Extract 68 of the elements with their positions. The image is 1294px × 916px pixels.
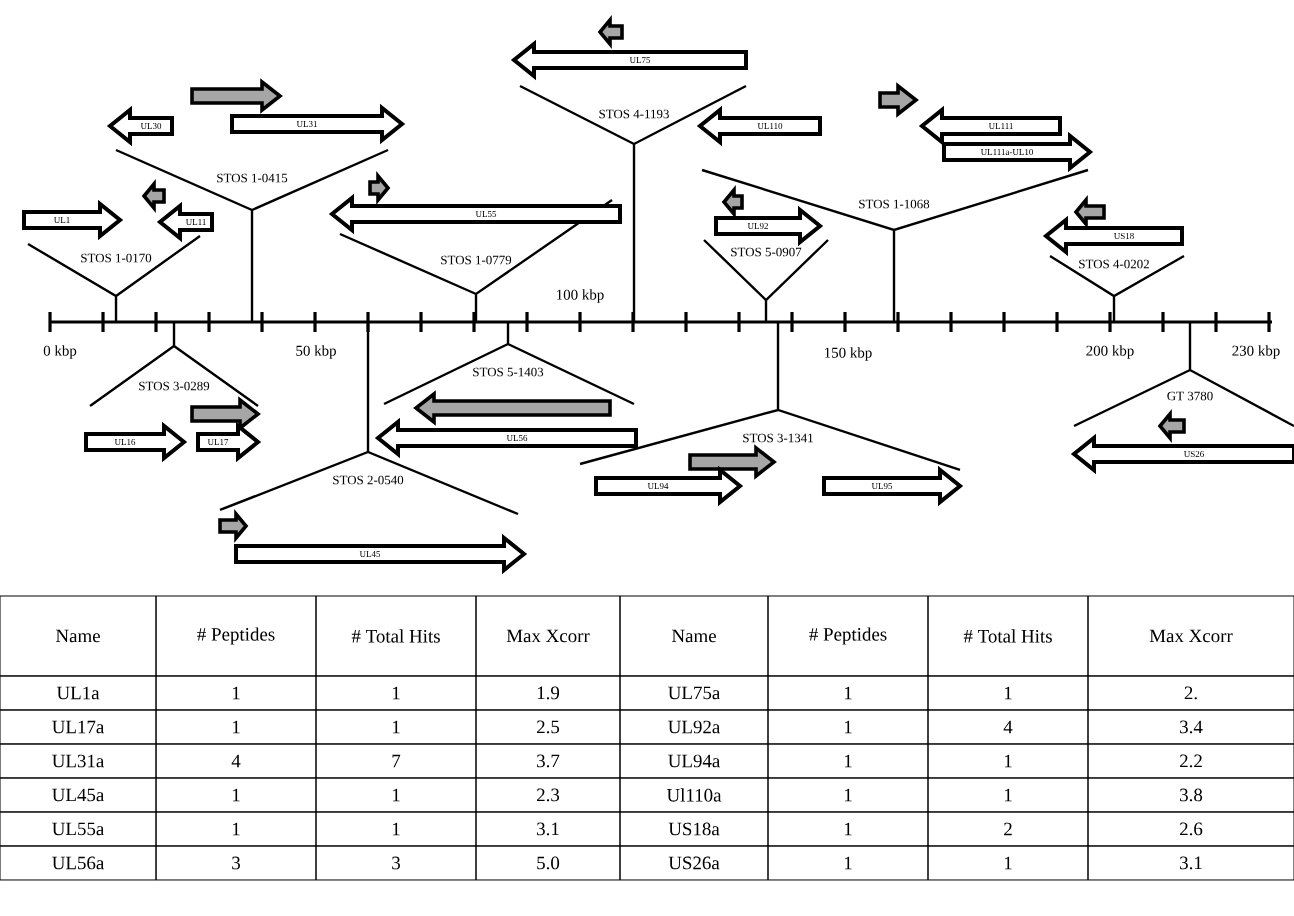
table-cell: 1 bbox=[315, 675, 477, 711]
table-cell: 1 bbox=[767, 743, 929, 779]
table-cell: UL17a bbox=[0, 709, 157, 745]
peptide-marker bbox=[1157, 409, 1186, 443]
table-header-cell: # Peptides bbox=[767, 595, 929, 677]
table-cell: UL75a bbox=[619, 675, 769, 711]
table-header-cell: Max Xcorr bbox=[1087, 595, 1294, 677]
peptide-marker bbox=[1073, 195, 1106, 229]
table-header-cell: # Peptides bbox=[155, 595, 317, 677]
table-cell: US26a bbox=[619, 845, 769, 881]
peptide-marker bbox=[597, 15, 624, 49]
table-cell: 1 bbox=[927, 777, 1089, 813]
table-cell: 1 bbox=[155, 811, 317, 847]
table-cell: 2. bbox=[1087, 675, 1294, 711]
table-cell: 1 bbox=[767, 777, 929, 813]
table-cell: 1 bbox=[315, 777, 477, 813]
table-cell: UL92a bbox=[619, 709, 769, 745]
table-cell: 3.4 bbox=[1087, 709, 1294, 745]
table-cell: UL45a bbox=[0, 777, 157, 813]
table-header-cell: Max Xcorr bbox=[475, 595, 621, 677]
table-cell: UL31a bbox=[0, 743, 157, 779]
table-cell: UL55a bbox=[0, 811, 157, 847]
peptide-marker bbox=[413, 390, 612, 426]
table-cell: 1 bbox=[315, 709, 477, 745]
table-cell: 1 bbox=[155, 675, 317, 711]
table-cell: UL56a bbox=[0, 845, 157, 881]
table-cell: 3.8 bbox=[1087, 777, 1294, 813]
table-cell: 4 bbox=[155, 743, 317, 779]
table-cell: UL1a bbox=[0, 675, 157, 711]
table-cell: 1 bbox=[767, 709, 929, 745]
table-cell: 1 bbox=[767, 845, 929, 881]
table-cell: 3.1 bbox=[1087, 845, 1294, 881]
table-cell: 2 bbox=[927, 811, 1089, 847]
table-cell: US18a bbox=[619, 811, 769, 847]
table-cell: 3.1 bbox=[475, 811, 621, 847]
table-cell: 1 bbox=[767, 811, 929, 847]
table-cell: 4 bbox=[927, 709, 1089, 745]
table-cell: 3 bbox=[155, 845, 317, 881]
table-header-cell: Name bbox=[0, 595, 157, 677]
table-cell: 3.7 bbox=[475, 743, 621, 779]
table-cell: 2.2 bbox=[1087, 743, 1294, 779]
table-cell: 2.5 bbox=[475, 709, 621, 745]
table-cell: 3 bbox=[315, 845, 477, 881]
table-header-cell: # Total Hits bbox=[315, 595, 477, 677]
table-cell: UL94a bbox=[619, 743, 769, 779]
peptide-marker bbox=[878, 82, 919, 118]
peptide-marker bbox=[368, 171, 391, 205]
table-header-cell: # Total Hits bbox=[927, 595, 1089, 677]
table-cell: 1 bbox=[155, 777, 317, 813]
table-cell: 1 bbox=[927, 675, 1089, 711]
table-cell: 1.9 bbox=[475, 675, 621, 711]
table-cell: 2.6 bbox=[1087, 811, 1294, 847]
table-header-cell: Name bbox=[619, 595, 769, 677]
table-cell: Ul110a bbox=[619, 777, 769, 813]
peptide-marker bbox=[218, 509, 249, 543]
peptide-marker bbox=[190, 396, 261, 432]
peptide-marker bbox=[141, 179, 166, 213]
peptide-marker bbox=[688, 444, 777, 480]
table-cell: 1 bbox=[767, 675, 929, 711]
table-cell: 1 bbox=[155, 709, 317, 745]
table-cell: 5.0 bbox=[475, 845, 621, 881]
table-cell: 1 bbox=[927, 743, 1089, 779]
table-cell: 2.3 bbox=[475, 777, 621, 813]
table-cell: 1 bbox=[927, 845, 1089, 881]
peptide-marker bbox=[721, 185, 744, 219]
peptide-marker bbox=[190, 78, 283, 114]
table-cell: 1 bbox=[315, 811, 477, 847]
table-cell: 7 bbox=[315, 743, 477, 779]
